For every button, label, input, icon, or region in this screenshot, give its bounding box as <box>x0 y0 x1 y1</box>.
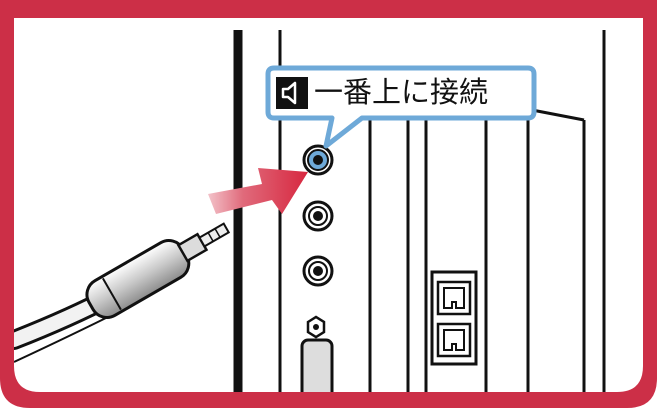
lan-port <box>436 280 472 316</box>
audio-jack-top <box>302 144 334 176</box>
speaker-icon <box>276 77 308 109</box>
serial-connector <box>300 315 334 392</box>
callout-label: 一番上に接続 <box>314 75 489 109</box>
audio-plug <box>85 222 231 319</box>
insert-arrow <box>208 168 308 214</box>
callout: 一番上に接続 <box>266 68 534 118</box>
lan-port <box>436 322 472 358</box>
lan-ports <box>430 270 478 366</box>
callout-bubble <box>265 65 537 149</box>
audio-jack-bottom <box>302 255 334 287</box>
audio-jack-middle <box>302 200 334 232</box>
